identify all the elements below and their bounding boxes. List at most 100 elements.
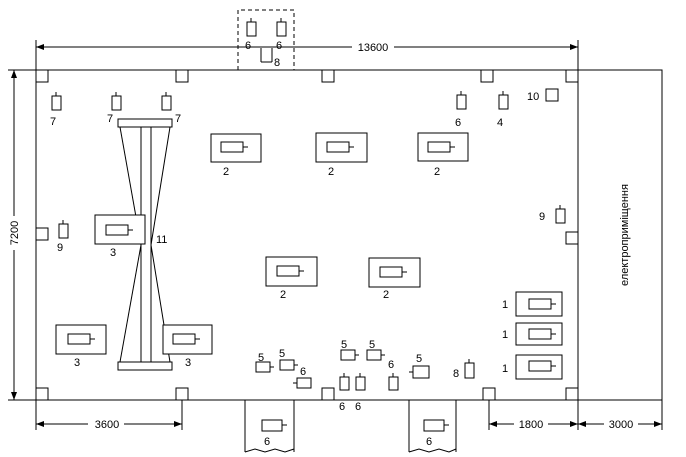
equipment-6 xyxy=(246,21,257,37)
equipment-6 xyxy=(456,94,467,110)
dimension-height: 7200 xyxy=(8,69,36,401)
equipment-4 xyxy=(498,94,509,110)
equipment-6 xyxy=(276,21,287,37)
equipment-number-label: 7 xyxy=(107,113,113,125)
equipment-small-lower-middle: 5 5 6 5 5 6 6 6 5 8 xyxy=(255,339,475,413)
equipment-5 xyxy=(340,349,356,361)
annex-room-label: електроприміщення xyxy=(619,184,631,286)
equipment-number-label: 3 xyxy=(110,247,116,259)
annex-room-outline xyxy=(578,69,663,401)
equipment-5 xyxy=(279,359,295,371)
equipment-6 xyxy=(423,419,445,432)
dimension-total-width-value: 13600 xyxy=(358,42,389,54)
equipment-number-label: 1 xyxy=(502,299,508,311)
machine-1: 1 xyxy=(502,354,563,380)
dimension-right-span-value: 1800 xyxy=(519,419,543,431)
equipment-10 xyxy=(545,88,559,102)
equipment-8 xyxy=(464,362,475,379)
bottom-outside-annex-right: 6 xyxy=(408,400,457,453)
crane-top-beam xyxy=(117,118,173,128)
equipment-small-upper-right: 6 4 10 9 9 xyxy=(57,88,566,254)
column xyxy=(321,387,335,401)
equipment-number-label: 6 xyxy=(276,40,282,52)
equipment-number-label: 6 xyxy=(245,40,251,52)
dimension-annex-width: 3000 xyxy=(578,400,663,431)
equipment-number-label: 6 xyxy=(355,401,361,413)
equipment-number-label: 8 xyxy=(453,368,459,380)
machine-2: 2 xyxy=(265,256,318,301)
dimension-height-value: 7200 xyxy=(9,221,21,245)
column xyxy=(565,69,579,83)
columns xyxy=(35,69,579,401)
equipment-number-label: 10 xyxy=(527,91,539,103)
equipment-number-label: 5 xyxy=(341,339,347,351)
machine-1: 1 xyxy=(502,322,563,346)
equipment-7 xyxy=(161,95,172,111)
equipment-9 xyxy=(555,208,566,224)
equipment-8-label: 8 xyxy=(274,57,280,69)
dimension-left-span: 3600 xyxy=(35,400,183,431)
column xyxy=(480,69,494,83)
crane-11-label: 11 xyxy=(156,234,167,246)
equipment-number-label: 2 xyxy=(280,289,286,301)
column xyxy=(175,387,189,401)
equipment-number-label: 4 xyxy=(497,117,503,129)
equipment-6 xyxy=(296,377,312,389)
equipment-number-label: 2 xyxy=(383,289,389,301)
equipment-number-label: 6 xyxy=(339,401,345,413)
equipment-6 xyxy=(355,376,366,391)
equipment-number-label: 3 xyxy=(74,357,80,369)
column xyxy=(175,69,189,83)
dimension-right-span: 1800 xyxy=(488,400,579,431)
machine-2: 2 xyxy=(368,257,421,301)
dimension-annex-width-value: 3000 xyxy=(609,419,633,431)
machine-3-upper: 3 xyxy=(94,214,146,259)
equipment-number-label: 2 xyxy=(223,166,229,178)
equipment-number-label: 2 xyxy=(434,166,440,178)
equipment-7-group: 7 7 7 xyxy=(50,92,181,128)
machine-1: 1 xyxy=(502,291,563,317)
equipment-number-label: 5 xyxy=(258,352,264,364)
column xyxy=(482,387,496,401)
column xyxy=(565,387,579,401)
equipment-6 xyxy=(261,419,283,432)
column xyxy=(565,231,579,245)
column xyxy=(35,69,49,83)
equipment-number-label: 2 xyxy=(328,166,334,178)
equipment-number-label: 5 xyxy=(279,348,285,360)
equipment-7 xyxy=(51,95,62,111)
equipment-9 xyxy=(58,223,69,239)
machine-3-lower-right: 3 xyxy=(162,324,213,369)
top-outside-annex: 6 6 8 xyxy=(237,9,295,70)
equipment-number-label: 1 xyxy=(502,329,508,341)
equipment-5 xyxy=(412,365,430,379)
equipment-number-label: 6 xyxy=(264,436,270,448)
equipment-number-label: 7 xyxy=(50,116,56,128)
equipment-5 xyxy=(366,349,382,361)
equipment-number-label: 7 xyxy=(175,113,181,125)
machine-3-lower-left: 3 xyxy=(55,324,107,369)
crane-11: 11 xyxy=(117,118,173,371)
equipment-number-label: 3 xyxy=(185,357,191,369)
column xyxy=(35,387,49,401)
column xyxy=(321,69,335,83)
equipment-number-label: 6 xyxy=(300,366,306,378)
dimension-left-span-value: 3600 xyxy=(95,419,119,431)
equipment-6 xyxy=(388,376,399,391)
machine-2: 2 xyxy=(315,132,368,178)
equipment-number-label: 9 xyxy=(57,242,63,254)
crane-bottom-beam xyxy=(117,361,173,371)
equipment-number-label: 1 xyxy=(502,363,508,375)
bottom-outside-annex-left: 6 xyxy=(244,400,295,453)
equipment-number-label: 6 xyxy=(426,436,432,448)
equipment-number-label: 5 xyxy=(369,339,375,351)
machine-2: 2 xyxy=(417,132,469,178)
equipment-6 xyxy=(339,376,350,391)
machine-2: 2 xyxy=(210,133,262,178)
equipment-number-label: 5 xyxy=(416,353,422,365)
equipment-number-label: 6 xyxy=(455,117,461,129)
equipment-number-label: 9 xyxy=(539,211,545,223)
equipment-number-label: 6 xyxy=(388,359,394,371)
column xyxy=(35,227,49,241)
